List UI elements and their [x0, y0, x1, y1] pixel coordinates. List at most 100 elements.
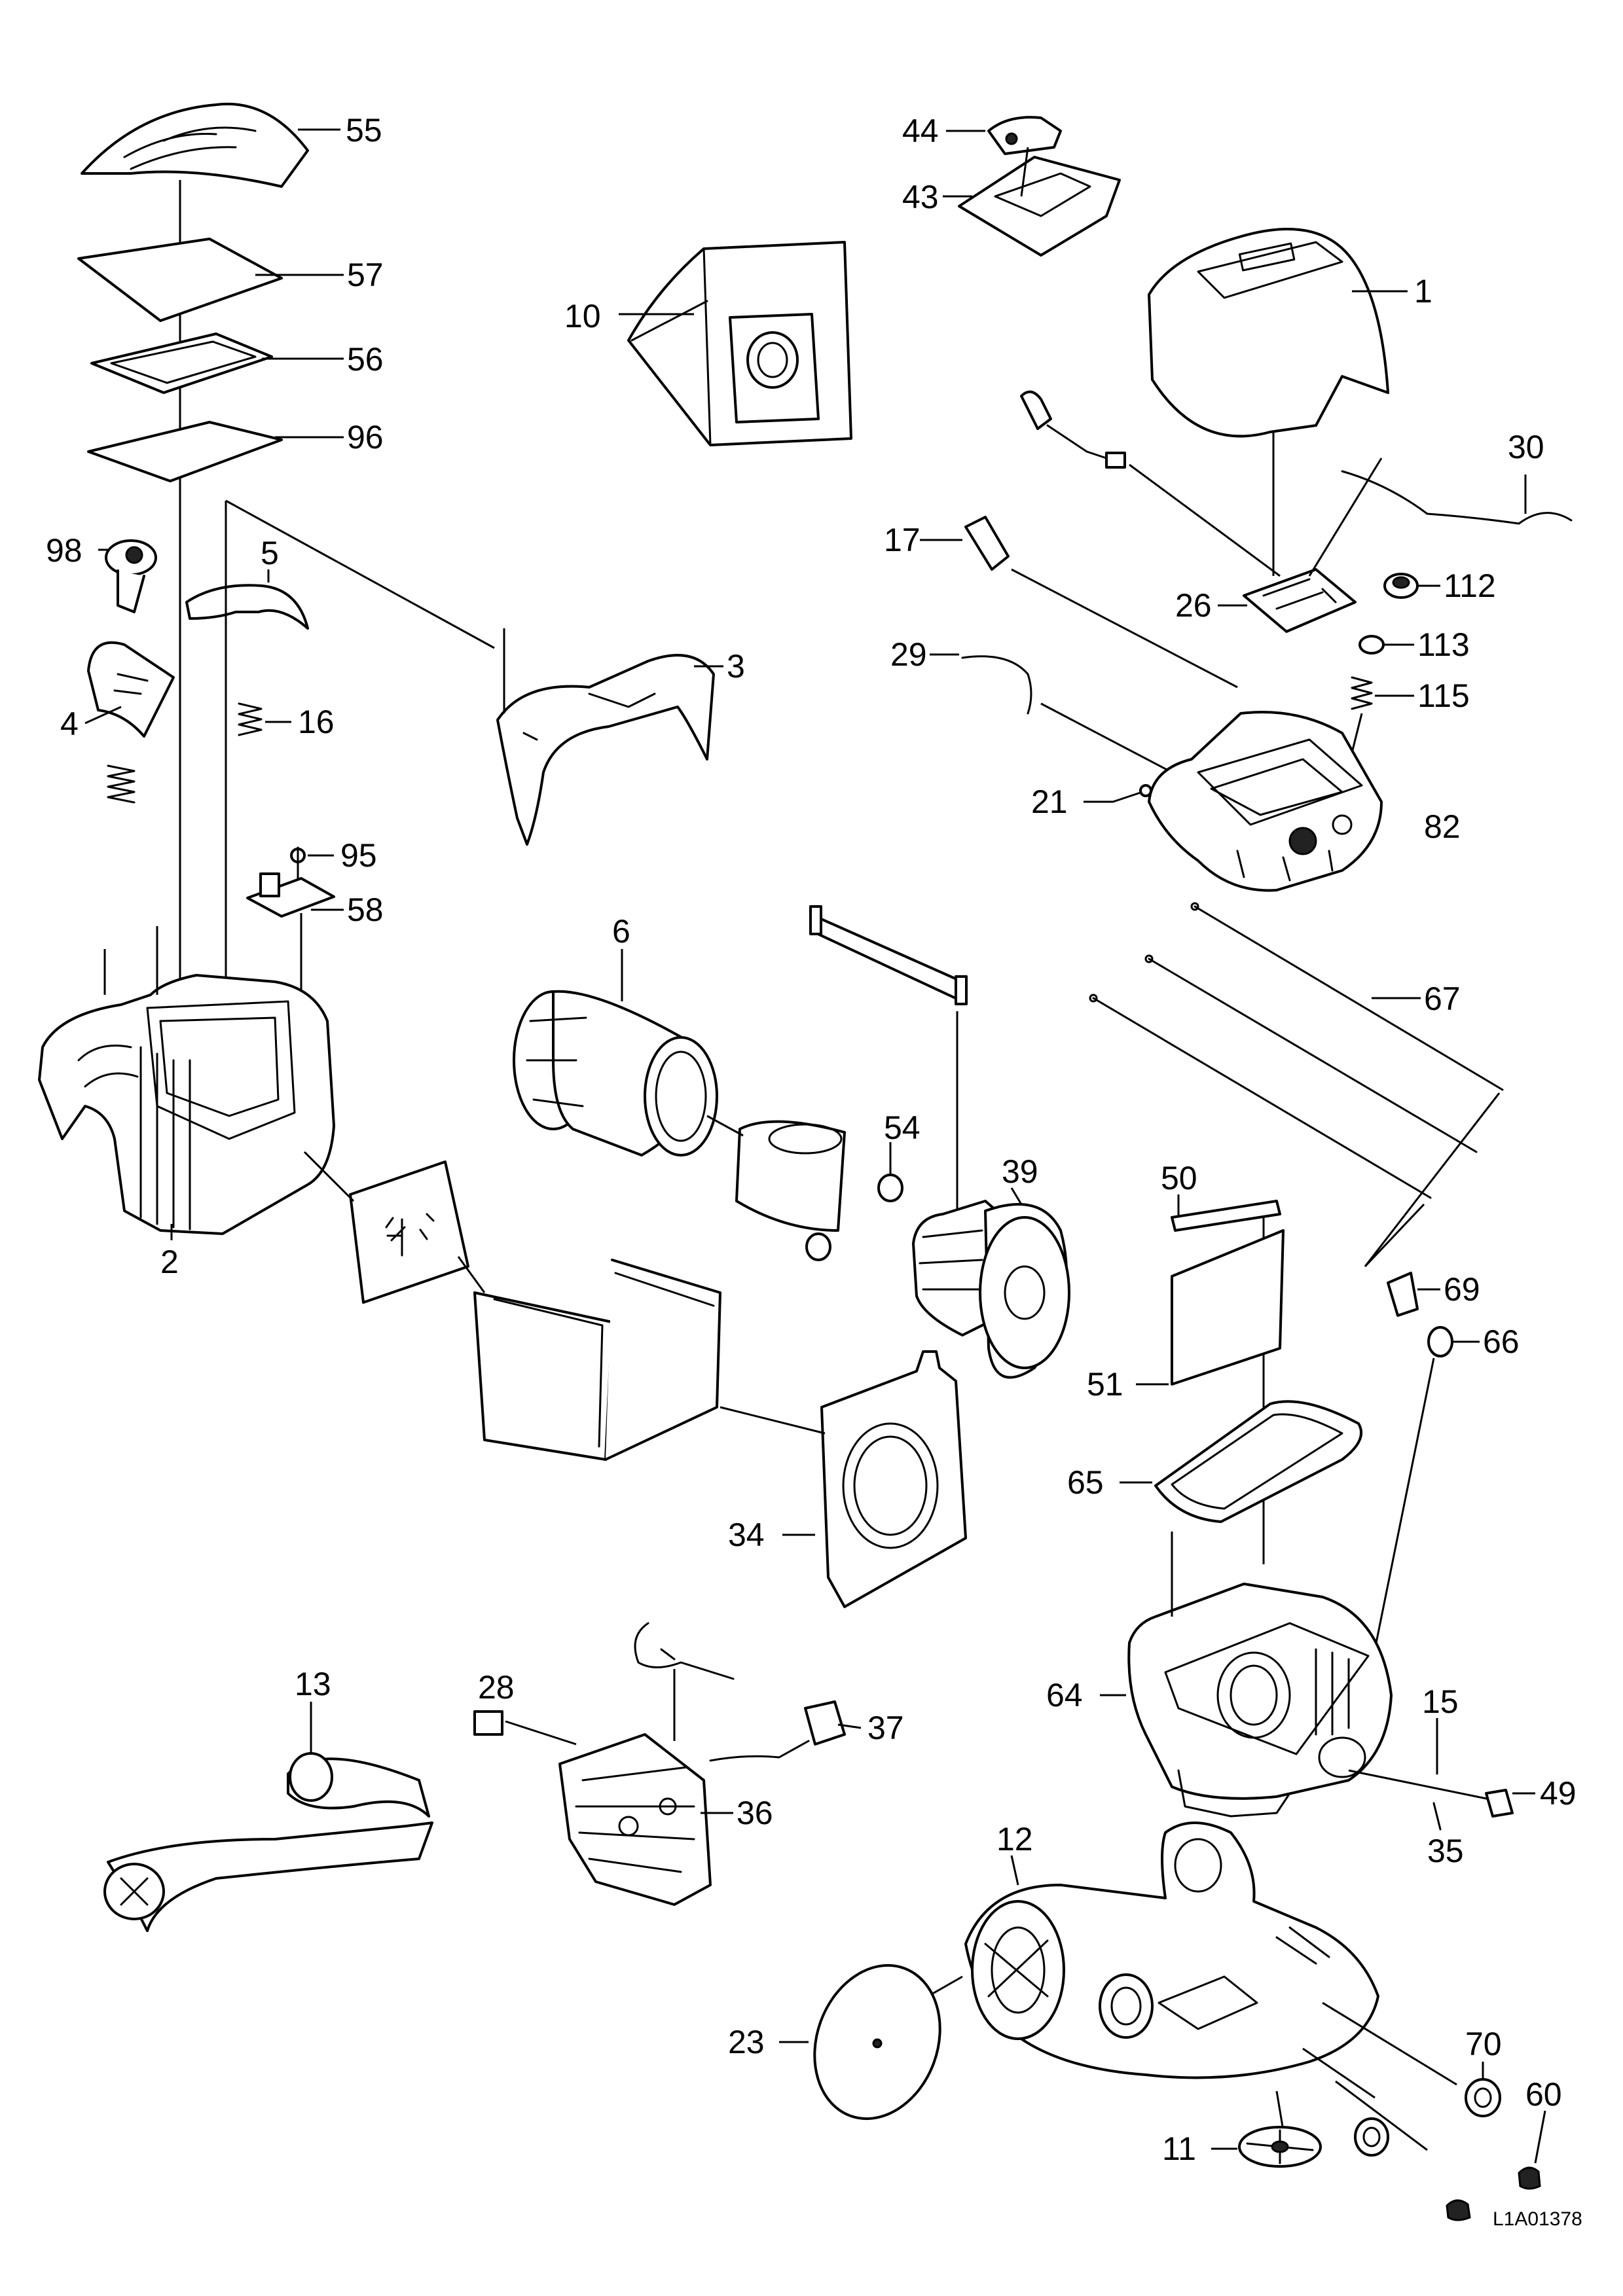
rod-top: [1190, 902, 1504, 1091]
callout-69: 69: [1444, 1271, 1480, 1308]
button-5: [185, 569, 309, 630]
gasket-plate: [303, 1151, 469, 1304]
callout-28: 28: [478, 1669, 515, 1706]
callout-30: 30: [1508, 429, 1544, 465]
filter-sheet-96: [87, 421, 344, 482]
release-knob-98: [98, 539, 157, 613]
spring-16: [238, 702, 291, 736]
callout-36: 36: [737, 1795, 773, 1831]
callout-39: 39: [1002, 1153, 1038, 1190]
callout-43: 43: [902, 179, 939, 215]
motor-cover-6: [513, 949, 718, 1157]
filter-cage: [457, 1256, 721, 1461]
filter-grille-55: [81, 102, 340, 188]
callout-15: 15: [1422, 1683, 1459, 1720]
connector-17: [920, 516, 1238, 689]
wheel-23: [779, 1964, 941, 2121]
callout-66: 66: [1483, 1323, 1520, 1360]
callout-21: 21: [1031, 783, 1068, 820]
rods-67: [1089, 954, 1501, 1268]
carry-handle-13: [103, 1702, 433, 1932]
callout-26: 26: [1175, 587, 1212, 624]
callout-13: 13: [295, 1666, 331, 1702]
screw-21: [1084, 784, 1152, 803]
callout-49: 49: [1540, 1775, 1577, 1812]
callout-10: 10: [564, 298, 601, 334]
callout-51: 51: [1087, 1366, 1123, 1403]
callout-96: 96: [347, 419, 384, 456]
callout-115: 115: [1417, 677, 1470, 714]
control-board-36: [558, 1669, 733, 1906]
washer-113: [1359, 635, 1414, 655]
callout-1: 1: [1414, 273, 1432, 310]
latch-4: [84, 641, 175, 738]
castor-70: [1465, 2062, 1501, 2117]
callout-55: 55: [346, 112, 382, 149]
callout-112: 112: [1444, 567, 1496, 604]
callout-67: 67: [1424, 980, 1461, 1017]
switch-board-26: [1218, 457, 1383, 633]
plate-58: [246, 872, 344, 1031]
callout-12: 12: [996, 1821, 1033, 1857]
callout-2: 2: [160, 1244, 179, 1280]
dust-bag-10: [619, 241, 852, 446]
callout-16: 16: [298, 704, 335, 740]
callout-82: 82: [1424, 808, 1461, 845]
callout-113: 113: [1417, 626, 1470, 663]
drawing-reference: L1A01378: [1493, 2208, 1582, 2230]
callout-58: 58: [347, 891, 384, 928]
base-12: [916, 1821, 1457, 2151]
terminal-28: [473, 1710, 577, 1746]
filter-frame-65: [1120, 1400, 1362, 1564]
callout-98: 98: [46, 532, 82, 569]
lid-43: [943, 147, 1121, 257]
callout-60: 60: [1525, 2076, 1562, 2113]
filter-57: [77, 238, 344, 322]
callout-17: 17: [884, 522, 921, 558]
callout-35: 35: [1427, 1833, 1464, 1869]
screw-95: [290, 846, 334, 882]
power-cord-37: [709, 1700, 862, 1762]
upper-housing-2: [38, 926, 335, 1240]
callout-70: 70: [1465, 2026, 1502, 2062]
clip-69: [1387, 1272, 1440, 1317]
bracket-top: [809, 905, 968, 1230]
handle-base-82: [1148, 711, 1383, 892]
callout-95: 95: [340, 837, 377, 874]
callout-6: 6: [612, 913, 630, 950]
castor-wheel: [1354, 2117, 1389, 2157]
bag-holder-3: [496, 628, 723, 846]
switch-cable: [1020, 390, 1281, 577]
motor-seal-34: [720, 1350, 967, 1608]
wire-29: [930, 653, 1173, 774]
knob-112: [1383, 573, 1440, 599]
motor-39: [912, 1187, 1070, 1379]
callout-65: 65: [1067, 1464, 1104, 1501]
damper-54: [805, 1142, 903, 1261]
callout-44: 44: [902, 113, 939, 149]
clip-49: [1485, 1789, 1535, 1818]
callout-23: 23: [728, 2024, 765, 2060]
callout-3: 3: [727, 648, 745, 685]
grommet-66: [1374, 1326, 1480, 1650]
cable-30: [1341, 470, 1573, 525]
foot-60: [1518, 2110, 1546, 2190]
cover-44: [946, 116, 1062, 155]
callout-54: 54: [884, 1109, 921, 1146]
callout-29: 29: [890, 636, 927, 673]
wire-36: [634, 1622, 735, 1680]
callout-5: 5: [261, 535, 279, 571]
callout-34: 34: [728, 1516, 765, 1553]
callout-11: 11: [1162, 2130, 1196, 2167]
top-cover-1: [1148, 228, 1408, 576]
callout-37: 37: [867, 1710, 904, 1746]
callout-56: 56: [347, 341, 384, 378]
foot-lower: [1446, 2199, 1471, 2221]
filter-frame-56: [90, 332, 344, 394]
callout-4: 4: [60, 706, 79, 742]
callout-57: 57: [347, 257, 384, 293]
pin-35: [1348, 1769, 1493, 1831]
callout-64: 64: [1046, 1677, 1083, 1713]
filter-51: [1136, 1229, 1285, 1386]
